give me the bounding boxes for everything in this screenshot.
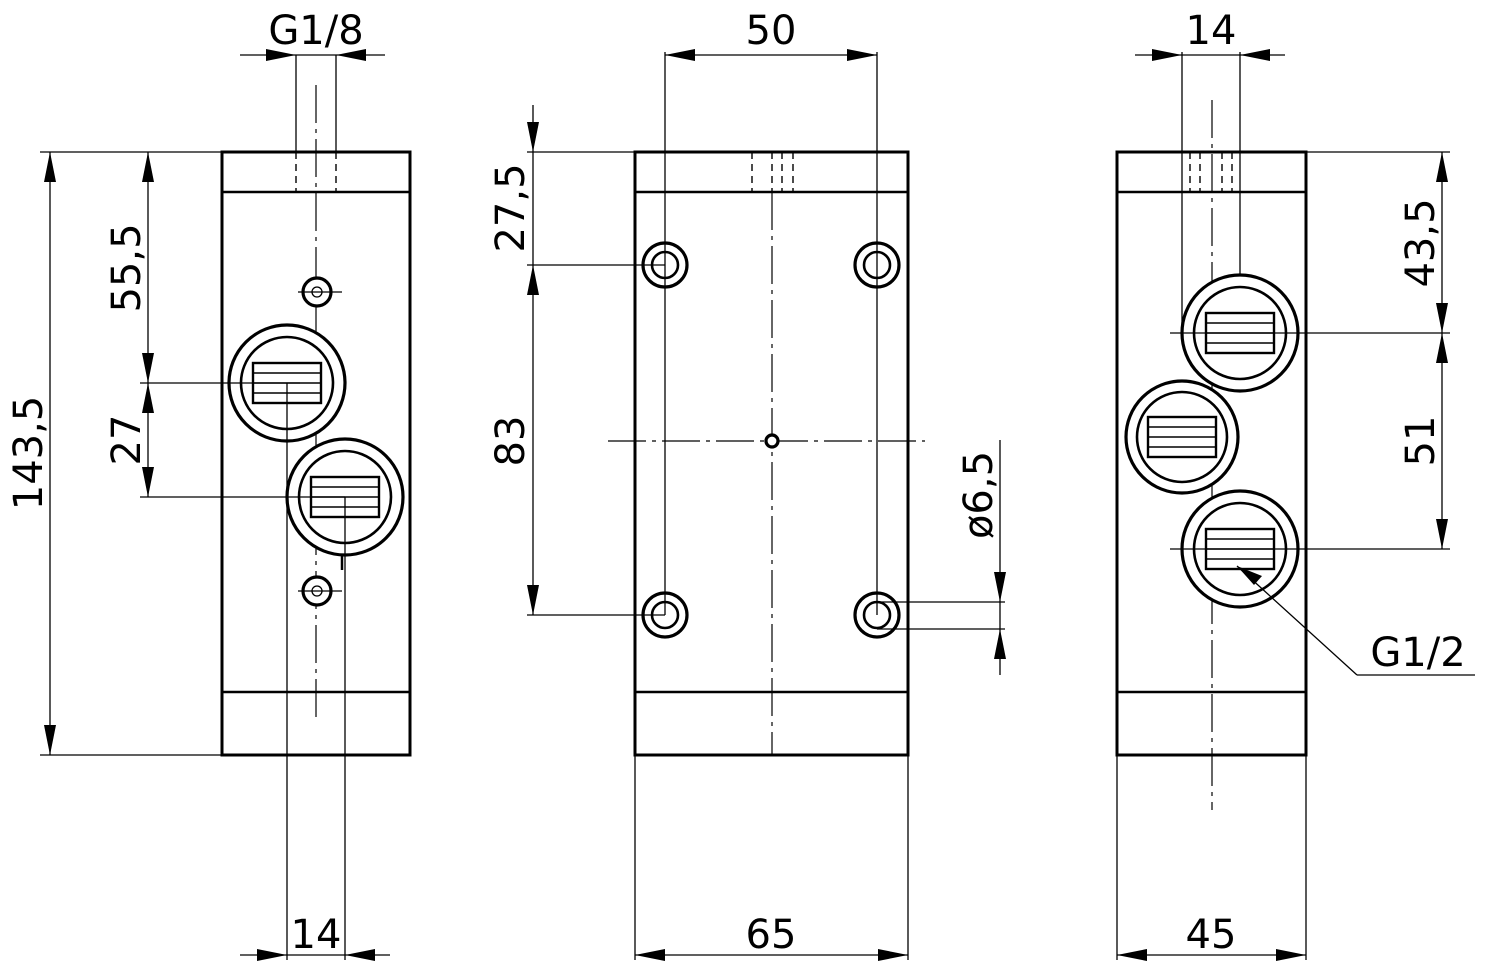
left-view: 143,5 55,5 27 G1/8 14: [6, 8, 412, 961]
dim-g1-2: G1/2: [1370, 630, 1465, 676]
right-port-middle: [1124, 379, 1240, 495]
left-screw-bottom: [298, 555, 344, 607]
dim-27: 27: [104, 415, 150, 466]
right-view: 14 43,5 51 G1/2 45: [1115, 8, 1475, 961]
middle-center-hole: [764, 433, 780, 449]
dim-83: 83: [488, 416, 534, 467]
dim-43-5: 43,5: [1398, 198, 1444, 287]
dim-55-5: 55,5: [104, 223, 150, 312]
dim-27-5: 27,5: [488, 163, 534, 252]
dim-14-bottom: 14: [291, 912, 342, 958]
dim-45: 45: [1186, 912, 1237, 958]
dim-65: 65: [746, 912, 797, 958]
left-screw-top: [298, 276, 342, 308]
dim-51: 51: [1398, 416, 1444, 467]
dim-g1-8: G1/8: [268, 8, 363, 54]
dim-14-top: 14: [1186, 8, 1237, 54]
middle-view: 50 27,5 83 ø6,5 65: [488, 8, 1006, 961]
dim-143-5: 143,5: [6, 396, 52, 511]
dim-50: 50: [746, 8, 797, 54]
dim-dia-6-5: ø6,5: [956, 451, 1002, 539]
